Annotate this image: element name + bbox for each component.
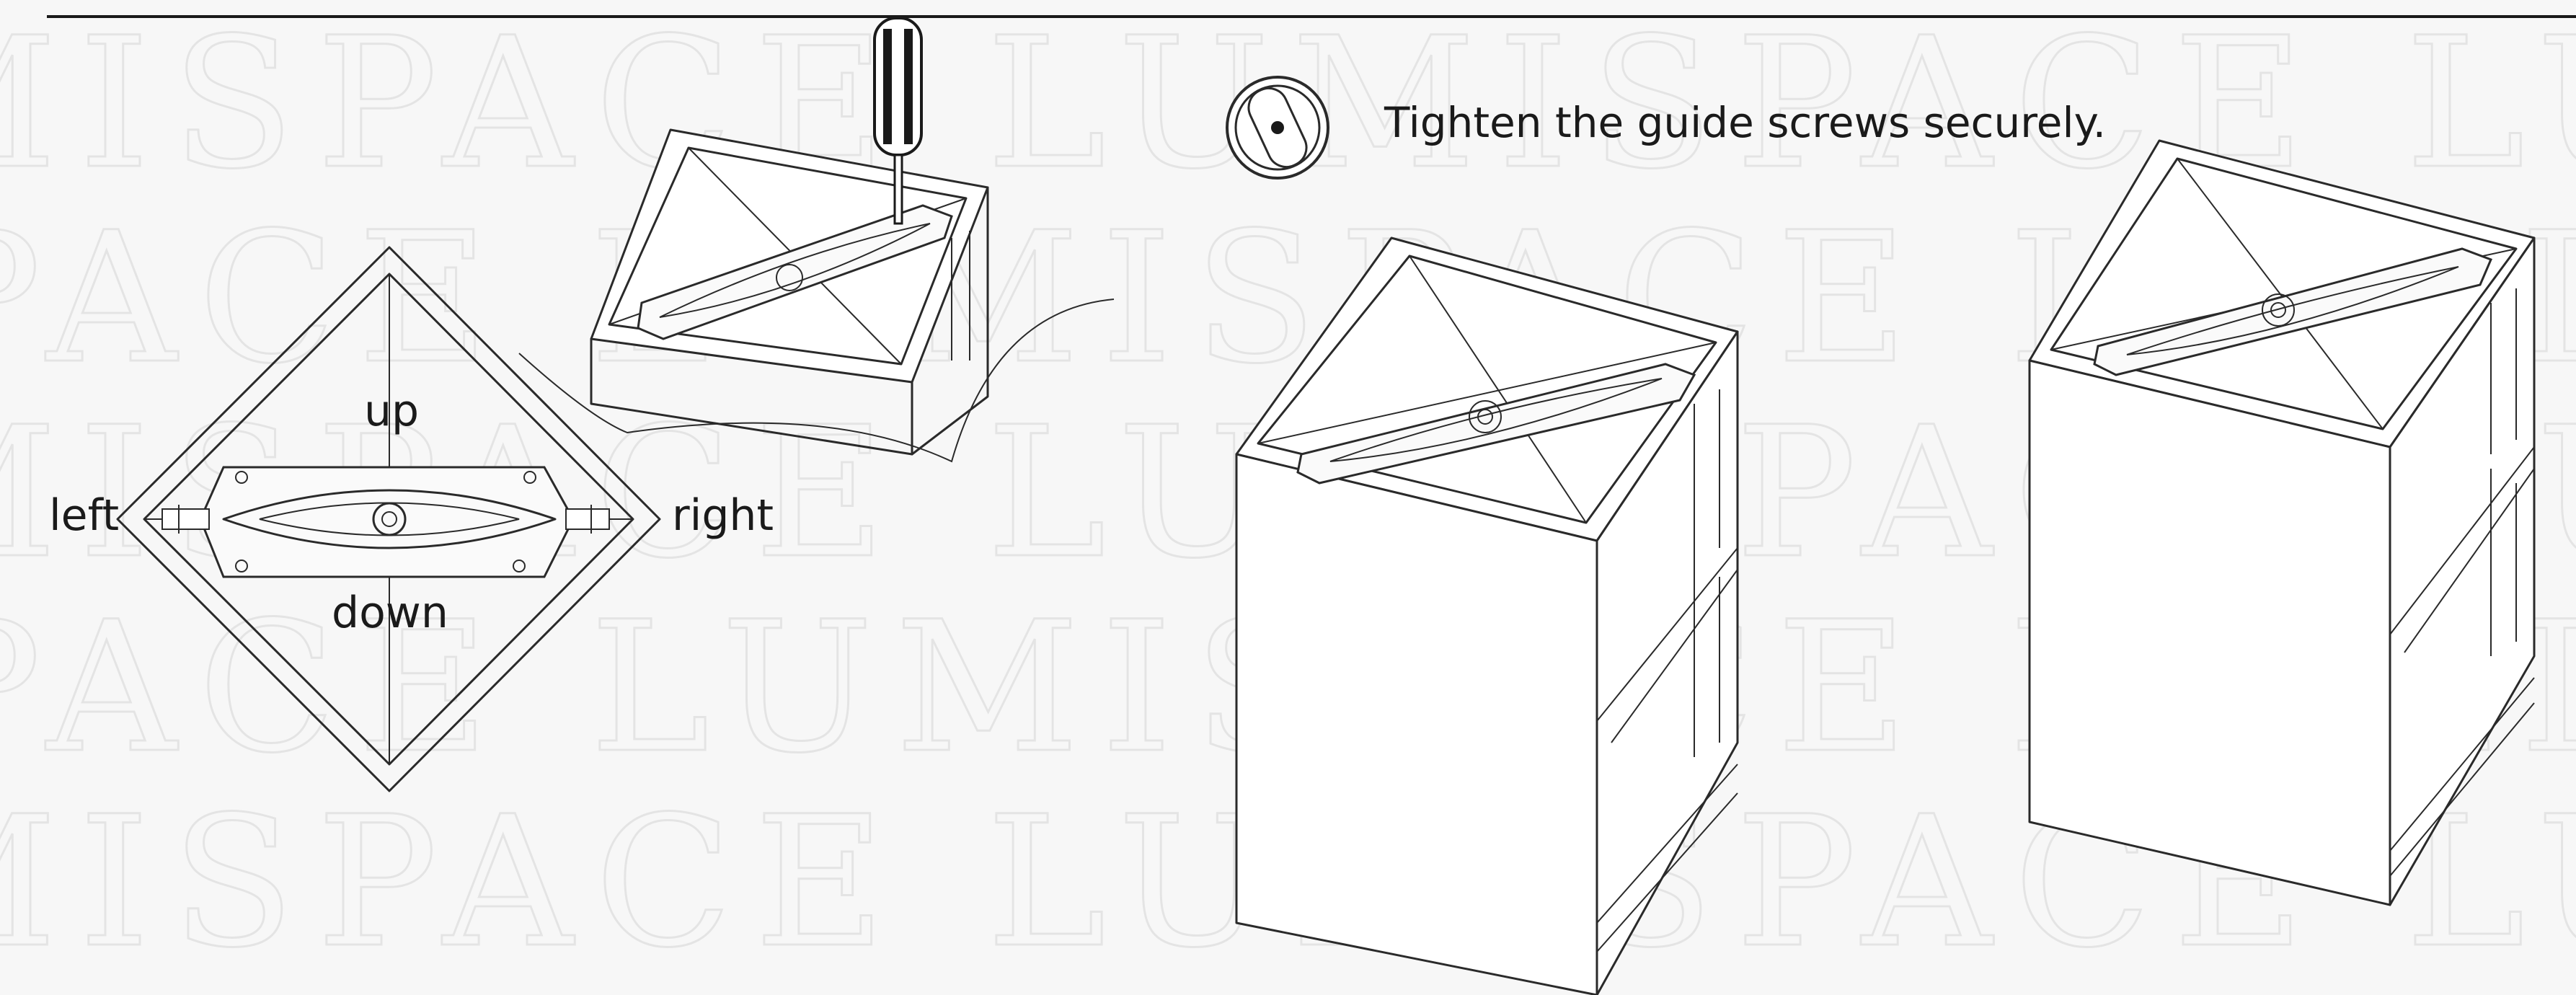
- cabinet-diagram-final: [2028, 139, 2536, 906]
- direction-label-up: up: [364, 386, 419, 436]
- instruction-text: Tighten the guide screws securely.: [1384, 98, 2106, 147]
- top-view-diagram: up down left right: [49, 246, 774, 792]
- instruction-block: Tighten the guide screws securely.: [1226, 76, 2106, 180]
- corner-detail-diagram: [518, 17, 1115, 463]
- screw-slot-icon: [1226, 76, 1329, 180]
- direction-label-down: down: [332, 588, 448, 638]
- track-plate: [161, 466, 610, 578]
- direction-label-right: right: [672, 490, 774, 541]
- cabinet-diagram-rotated: [1235, 236, 1739, 995]
- screwdriver-icon: [873, 17, 923, 225]
- direction-label-left: left: [49, 490, 119, 541]
